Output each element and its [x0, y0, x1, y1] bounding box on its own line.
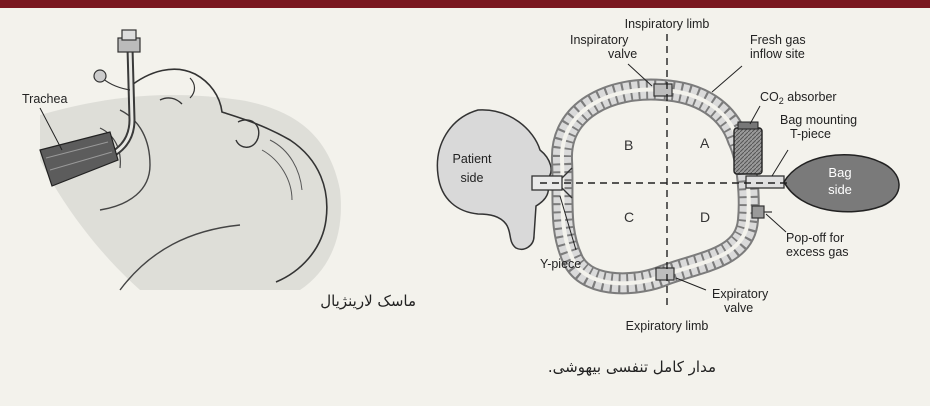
expiratory-valve-label-line2: valve	[724, 301, 753, 315]
inspiratory-limb-label: Inspiratory limb	[625, 17, 710, 31]
laryngeal-mask-illustration	[40, 30, 341, 290]
right-figure-caption: مدار کامل تنفسی بیهوشی.	[566, 358, 716, 376]
patient-side-label-line2: side	[461, 171, 484, 185]
inspiratory-valve-label-line1: Inspiratory	[570, 33, 629, 47]
bag-mounting-label-line1: Bag mounting	[780, 113, 857, 127]
bag-side-label-line2: side	[828, 182, 852, 197]
inspiratory-valve-icon	[654, 84, 672, 96]
bag-mounting-tpiece-icon	[746, 176, 784, 188]
expiratory-valve-label-line1: Expiratory	[712, 287, 769, 301]
left-figure-caption: ماسک لارینژیال	[296, 292, 416, 310]
expiratory-valve-icon	[656, 268, 674, 280]
fresh-gas-label-line2: inflow site	[750, 47, 805, 61]
bag-side-label-line1: Bag	[828, 165, 851, 180]
inspiratory-valve-label-line2: valve	[608, 47, 637, 61]
patient-side-label-line1: Patient	[453, 152, 492, 166]
bag-mounting-label-line2: T-piece	[790, 127, 831, 141]
pop-off-label-line1: Pop-off for	[786, 231, 844, 245]
co2-absorber-label: CO2 absorber	[760, 90, 837, 106]
pop-off-label-line2: excess gas	[786, 245, 849, 259]
y-piece-label: Y-piece	[540, 257, 581, 271]
fresh-gas-label-line1: Fresh gas	[750, 33, 806, 47]
expiratory-limb-label: Expiratory limb	[626, 319, 709, 333]
quadrant-b-label: B	[624, 137, 633, 153]
quadrant-d-label: D	[700, 209, 710, 225]
pop-off-valve-icon	[752, 206, 764, 218]
co2-absorber-icon	[734, 128, 762, 174]
quadrant-c-label: C	[624, 209, 634, 225]
trachea-label: Trachea	[22, 92, 67, 106]
quadrant-a-label: A	[700, 135, 710, 151]
